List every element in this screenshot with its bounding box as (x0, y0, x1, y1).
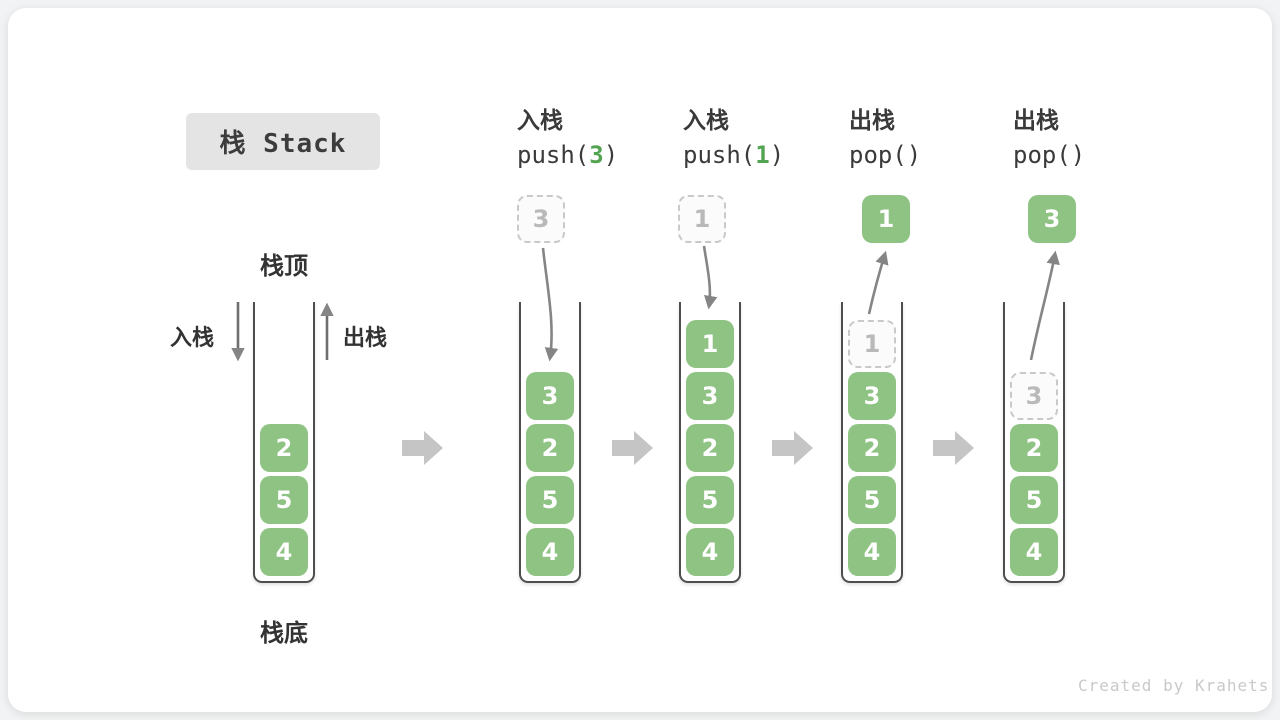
push-direction-label: 入栈 (170, 326, 215, 351)
diagram-title: 栈 Stack (186, 113, 380, 170)
stack-element: 5 (526, 476, 574, 524)
step-header-pop3: 出栈 pop() (1013, 105, 1085, 174)
stack-element: 3 (686, 372, 734, 420)
stack-element: 4 (848, 528, 896, 576)
stack-element: 4 (260, 528, 308, 576)
call-argument: 3 (589, 141, 604, 169)
stack-top-label: 栈顶 (260, 252, 308, 280)
call-text: pop( (849, 141, 907, 169)
pop-direction-label: 出栈 (343, 326, 388, 351)
incoming-element: 3 (517, 195, 565, 243)
step-header-push1: 入栈 push(1) (683, 105, 784, 174)
operation-label: 出栈 (849, 108, 895, 134)
stack-element: 2 (686, 424, 734, 472)
stack-element: 3 (526, 372, 574, 420)
stack-container (841, 302, 903, 583)
stack-element: 5 (1010, 476, 1058, 524)
stack-element: 5 (260, 476, 308, 524)
stack-element-ghost: 1 (848, 320, 896, 368)
stack-element: 2 (848, 424, 896, 472)
credit-text: Created by Krahets (1078, 676, 1270, 695)
call-argument: 1 (755, 141, 770, 169)
stack-container (519, 302, 581, 583)
operation-label: 出栈 (1013, 108, 1059, 134)
stack-element-ghost: 3 (1010, 372, 1058, 420)
step-header-pop1: 出栈 pop() (849, 105, 921, 174)
stack-element: 4 (686, 528, 734, 576)
incoming-element: 1 (678, 195, 726, 243)
call-text: push( (683, 141, 756, 169)
operation-call: push(3) (517, 137, 618, 174)
stack-container (253, 302, 315, 583)
call-close: ) (603, 141, 619, 169)
step-arrow-icon (612, 429, 654, 467)
operation-call: pop() (1013, 137, 1085, 174)
stack-container (679, 302, 741, 583)
operation-call: push(1) (683, 137, 784, 174)
call-text: pop( (1013, 141, 1071, 169)
call-text: push( (517, 141, 590, 169)
call-close: ) (906, 141, 922, 169)
push-flow-arrow-icon (702, 245, 718, 310)
stack-element: 2 (1010, 424, 1058, 472)
call-close: ) (1070, 141, 1086, 169)
call-close: ) (769, 141, 785, 169)
stack-element: 1 (686, 320, 734, 368)
stack-element: 5 (848, 476, 896, 524)
stack-element: 3 (848, 372, 896, 420)
step-arrow-icon (933, 429, 975, 467)
stack-element: 2 (260, 424, 308, 472)
stack-container (1003, 302, 1065, 583)
stack-element: 5 (686, 476, 734, 524)
step-arrow-icon (772, 429, 814, 467)
operation-label: 入栈 (683, 108, 729, 134)
step-header-push3: 入栈 push(3) (517, 105, 618, 174)
outgoing-element: 3 (1028, 195, 1076, 243)
operation-label: 入栈 (517, 108, 563, 134)
diagram-card: 栈 Stack 栈顶 栈底 入栈 出栈 2 5 4 入栈 push(3) 3 3… (8, 8, 1272, 712)
operation-call: pop() (849, 137, 921, 174)
stack-element: 4 (1010, 528, 1058, 576)
stack-element: 4 (526, 528, 574, 576)
step-arrow-icon (402, 429, 444, 467)
stack-bottom-label: 栈底 (260, 619, 308, 647)
outgoing-element: 1 (862, 195, 910, 243)
stack-element: 2 (526, 424, 574, 472)
